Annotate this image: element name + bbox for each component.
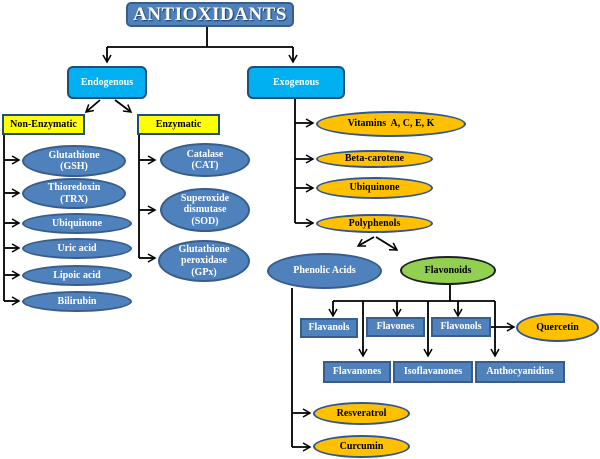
thioredoxin-node: Thioredoxin(TRX) xyxy=(22,178,126,209)
item-line: Anthocyanidins xyxy=(486,366,554,378)
item-line: (TRX) xyxy=(60,193,88,205)
glutathione-node: Glutathione(GSH) xyxy=(22,145,126,177)
antioxidants-title: ANTIOXIDANTS xyxy=(126,2,294,27)
item-line: (GSH) xyxy=(60,161,88,172)
flavonols-node: Flavonols xyxy=(431,317,491,337)
beta-carotene-node: Beta-carotene xyxy=(316,150,433,168)
phenolic-acids-node: Phenolic Acids xyxy=(267,253,382,289)
item-line: Glutathione xyxy=(48,149,100,161)
bilirubin-node: Bilirubin xyxy=(22,291,132,312)
item-line: Flavones xyxy=(376,321,415,333)
item-line: (GPx) xyxy=(191,266,217,278)
exogenous-label: Exogenous xyxy=(272,76,320,88)
vitamins-node: Vitamins A, C, E, K xyxy=(316,111,466,137)
item-line: Flavonols xyxy=(440,321,482,333)
isoflavanones-node: Isoflavanones xyxy=(393,361,473,383)
item-line: Superoxide xyxy=(180,192,230,204)
item-line: Flavanols xyxy=(308,322,350,334)
item-line: Isoflavanones xyxy=(403,366,463,378)
item-line: Lipoic acid xyxy=(53,269,101,281)
ubiquinone-endo-node: Ubiquinone xyxy=(22,213,132,234)
flavanols-node: Flavanols xyxy=(300,318,358,338)
item-line: Catalase xyxy=(186,148,224,160)
item-line: Phenolic Acids xyxy=(293,265,356,277)
anthocyanidins-node: Anthocyanidins xyxy=(475,361,565,383)
resveratrol-node: Resveratrol xyxy=(313,402,410,425)
item-line: Resveratrol xyxy=(336,407,387,419)
catalase-node: Catalase(CAT) xyxy=(160,143,250,177)
title-text: ANTIOXIDANTS xyxy=(133,3,287,25)
item-line: Bilirubin xyxy=(57,295,97,307)
item-line: Uric acid xyxy=(57,242,97,254)
item-line: Polyphenols xyxy=(348,217,401,229)
item-line: (CAT) xyxy=(191,160,219,171)
enzymatic-node: Enzymatic xyxy=(137,114,220,135)
polyphenols-node: Polyphenols xyxy=(316,214,433,233)
uric-acid-node: Uric acid xyxy=(22,238,132,259)
exogenous-node: Exogenous xyxy=(247,66,345,99)
flavanones-node: Flavanones xyxy=(323,361,391,383)
item-line: Ubiquinone xyxy=(349,182,400,194)
item-line: Flavanones xyxy=(332,366,382,378)
item-line: Quercetin xyxy=(536,321,579,333)
item-line: Beta-carotene xyxy=(344,153,405,165)
flavones-node: Flavones xyxy=(366,317,425,337)
item-line: Curcumin xyxy=(339,440,384,452)
item-line: Glutathione xyxy=(178,243,230,255)
item-line: Ubiquinone xyxy=(51,217,103,229)
lipoic-acid-node: Lipoic acid xyxy=(22,265,132,286)
endogenous-node: Endogenous xyxy=(67,66,147,99)
item-line: (SOD) xyxy=(191,215,219,227)
non-enzymatic-node: Non-Enzymatic xyxy=(2,114,85,135)
non-enzymatic-label: Non-Enzymatic xyxy=(10,118,77,130)
enzymatic-label: Enzymatic xyxy=(155,118,202,130)
item-line: Vitamins A, C, E, K xyxy=(347,118,435,130)
endogenous-label: Endogenous xyxy=(80,76,134,88)
curcumin-node: Curcumin xyxy=(313,435,410,458)
flavonoids-node: Flavonoids xyxy=(400,256,496,285)
ubiquinone-exo-node: Ubiquinone xyxy=(316,177,433,199)
item-line: Flavonoids xyxy=(424,264,472,276)
quercetin-node: Quercetin xyxy=(516,313,599,342)
item-line: dismutase xyxy=(183,204,227,216)
item-line: peroxidase xyxy=(181,255,227,267)
item-line: Thioredoxin xyxy=(47,182,101,193)
